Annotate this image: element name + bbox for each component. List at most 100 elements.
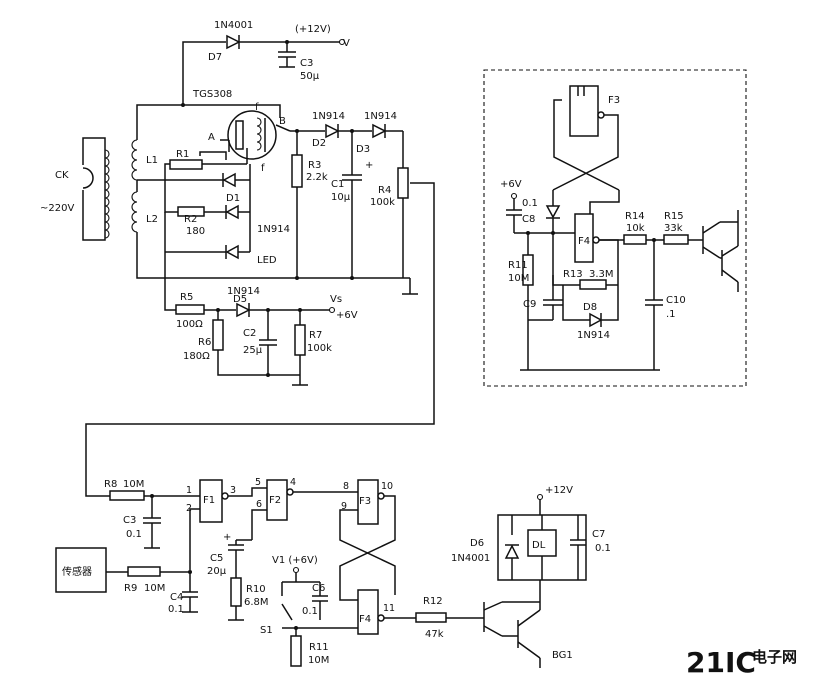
r2-label: R2 bbox=[184, 214, 197, 225]
gas-sensor-tgs308: TGS308 f f A B bbox=[192, 89, 291, 174]
c9-label: C9 bbox=[523, 299, 536, 310]
dl-label: DL bbox=[532, 540, 546, 551]
pin10-label: 10 bbox=[381, 481, 393, 492]
c5-value: 20μ bbox=[207, 566, 227, 577]
d5-label: D5 bbox=[233, 294, 247, 305]
r9-value: 10M bbox=[144, 583, 165, 594]
f4-label: F4 bbox=[359, 614, 371, 625]
f4-box-label: F4 bbox=[578, 236, 590, 247]
tgs-label: TGS308 bbox=[192, 89, 232, 100]
c1-plus: + bbox=[365, 160, 373, 171]
led-label: LED bbox=[257, 255, 277, 266]
ck-label: CK bbox=[55, 170, 69, 181]
d6-type-label: 1N4001 bbox=[451, 553, 490, 564]
r4-label: R4 bbox=[378, 185, 391, 196]
c7-label: C7 bbox=[592, 529, 605, 540]
d1-label: D1 bbox=[226, 193, 240, 204]
pin2-label: 2 bbox=[186, 503, 192, 514]
c1-value: 10μ bbox=[331, 192, 351, 203]
d3-type-label: 1N914 bbox=[364, 111, 397, 122]
r12-label: R12 bbox=[423, 596, 443, 607]
r12-value: 47k bbox=[425, 629, 444, 640]
r1-label: R1 bbox=[176, 149, 189, 160]
r14-value: 10k bbox=[626, 223, 645, 234]
c8-value: 0.1 bbox=[522, 198, 538, 209]
c1-label: C1 bbox=[331, 179, 344, 190]
pin5-label: 5 bbox=[255, 477, 261, 488]
c3-top-value: 50μ bbox=[300, 71, 320, 82]
r10-value: 6.8M bbox=[244, 597, 269, 608]
r13-value: 3.3M bbox=[589, 269, 614, 280]
r11-label: R11 bbox=[309, 642, 329, 653]
c6-value: 0.1 bbox=[302, 606, 318, 617]
c4-label: C4 bbox=[170, 592, 183, 603]
c5-plus: + bbox=[223, 532, 231, 543]
r11-box-value: 10M bbox=[508, 273, 529, 284]
d7-label: D7 bbox=[208, 52, 222, 63]
r3-value: 2.2k bbox=[306, 172, 328, 183]
alternative-output-box: F3 F4 +6V 0.1 C8 R11 10M bbox=[483, 69, 747, 387]
r3-label: R3 bbox=[308, 160, 321, 171]
pin6-label: 6 bbox=[256, 499, 262, 510]
vs-label: Vs bbox=[330, 294, 342, 305]
top-supply: 1N4001 D7 (+12V) V C3 50μ bbox=[182, 20, 350, 105]
r6-value: 180Ω bbox=[183, 351, 210, 362]
ac220-label: ~220V bbox=[40, 203, 74, 214]
c10-label: C10 bbox=[666, 295, 686, 306]
l1-label: L1 bbox=[146, 155, 158, 166]
c3b-value: 0.1 bbox=[126, 529, 142, 540]
d2-label: D2 bbox=[312, 138, 326, 149]
pin9-label: 9 bbox=[341, 501, 347, 512]
diode-d7 bbox=[226, 34, 241, 50]
watermark-main: 21IC bbox=[686, 646, 756, 679]
pin3-label: 3 bbox=[230, 485, 236, 496]
watermark-logo: 21IC 电子网 bbox=[686, 646, 797, 679]
f2-label: F2 bbox=[269, 495, 281, 506]
sensor-label: 传感器 bbox=[62, 565, 92, 578]
f-bot-label: f bbox=[261, 163, 265, 174]
r7-label: R7 bbox=[309, 330, 322, 341]
c7-value: 0.1 bbox=[595, 543, 611, 554]
d5-type-label: 1N914 bbox=[227, 286, 260, 297]
r8-label: R8 bbox=[104, 479, 117, 490]
r4-value: 100k bbox=[370, 197, 395, 208]
d8-label: D8 bbox=[583, 302, 597, 313]
r6-label: R6 bbox=[198, 337, 211, 348]
plus6v-mid-label: +6V bbox=[336, 310, 358, 321]
v1-label: V1 (+6V) bbox=[272, 555, 318, 566]
d2-type-label: 1N914 bbox=[312, 111, 345, 122]
c4-value: 0.1 bbox=[168, 604, 184, 615]
six-volt-supply: 1N914 R5 D5 Vs +6V 100Ω R6 180Ω C2 25μ R… bbox=[164, 252, 358, 386]
bg1-label: BG1 bbox=[552, 650, 573, 661]
transformer: CK ~220V L1 L2 bbox=[40, 103, 410, 279]
c5-label: C5 bbox=[210, 553, 223, 564]
plus12v-top-label: (+12V) bbox=[295, 24, 331, 35]
c8-label: C8 bbox=[522, 214, 535, 225]
rectifier-section: 1N914 D2 1N914 D3 R3 2.2k + C1 10μ R4 10… bbox=[290, 111, 435, 420]
f-top-label: f bbox=[255, 102, 259, 113]
d8-type-label: 1N914 bbox=[577, 330, 610, 341]
heater-regulation: R1 R2 180 D1 1N914 LED bbox=[137, 148, 290, 266]
pin1-label: 1 bbox=[186, 485, 192, 496]
d6-label: D6 bbox=[470, 538, 484, 549]
r8-value: 10M bbox=[123, 479, 144, 490]
d7-type-label: 1N4001 bbox=[214, 20, 253, 31]
c2-value: 25μ bbox=[243, 345, 263, 356]
plus12v-bot-label: +12V bbox=[545, 485, 573, 496]
logic-section: R8 10M C3 0.1 F1 1 2 3 传感器 R9 10M C4 bbox=[55, 420, 611, 668]
r13-label: R13 bbox=[563, 269, 583, 280]
r5-value: 100Ω bbox=[176, 319, 203, 330]
plus6v-box-label: +6V bbox=[500, 179, 522, 190]
r11-value: 10M bbox=[308, 655, 329, 666]
r2-value: 180 bbox=[186, 226, 205, 237]
v-top-label: V bbox=[343, 38, 350, 49]
f1-label: F1 bbox=[203, 495, 215, 506]
pin11-label: 11 bbox=[383, 603, 395, 614]
c3-top-label: C3 bbox=[300, 58, 313, 69]
watermark-sub: 电子网 bbox=[752, 648, 797, 666]
r14-label: R14 bbox=[625, 211, 645, 222]
c2-label: C2 bbox=[243, 328, 256, 339]
d1-type-label: 1N914 bbox=[257, 224, 290, 235]
r5-label: R5 bbox=[180, 292, 193, 303]
